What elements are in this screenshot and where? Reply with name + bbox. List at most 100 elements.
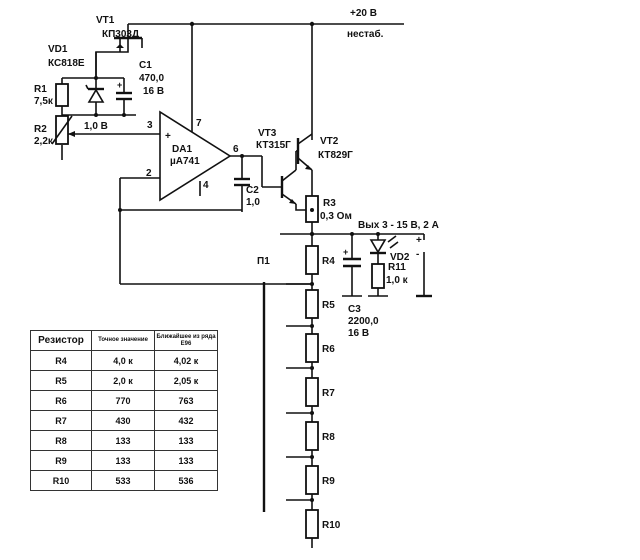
r10-resistor bbox=[305, 509, 319, 548]
r3-value: 0,3 Ом bbox=[320, 211, 352, 222]
table-cell-exact: 2,0 к bbox=[91, 370, 155, 391]
vt1-transistor bbox=[95, 36, 143, 80]
c1-capacitor bbox=[94, 76, 132, 115]
da1-part: µA741 bbox=[170, 156, 200, 167]
r2-value: 2,2к bbox=[34, 136, 54, 147]
table-row: R7 430 432 bbox=[30, 410, 218, 431]
da1-pin7: 7 bbox=[196, 118, 202, 129]
da1-ref: DA1 bbox=[172, 144, 192, 155]
vt1-ref: VT1 bbox=[96, 15, 115, 26]
header-resistor: Резистор bbox=[30, 330, 92, 351]
table-cell-name: R5 bbox=[30, 370, 92, 391]
r8-resistor bbox=[305, 421, 319, 466]
vt2-transistor bbox=[295, 133, 313, 211]
r1-value: 7,5к bbox=[34, 96, 54, 107]
switch-label: П1 bbox=[257, 256, 270, 267]
c2-value: 1,0 bbox=[246, 197, 260, 208]
da1-opamp bbox=[120, 110, 262, 202]
output-label: Вых 3 - 15 В, 2 А bbox=[358, 220, 439, 231]
r10-ref: R10 bbox=[322, 520, 341, 531]
table-cell-name: R7 bbox=[30, 410, 92, 431]
r4-ref: R4 bbox=[322, 256, 335, 267]
vt3-part: КТ315Г bbox=[256, 140, 291, 151]
r9-resistor bbox=[305, 465, 319, 510]
table-row: R9 133 133 bbox=[30, 450, 218, 471]
r6-ref: R6 bbox=[322, 344, 335, 355]
c1-voltage: 16 В bbox=[143, 86, 164, 97]
r3-resistor bbox=[305, 195, 319, 234]
c1-plus-sign: + bbox=[117, 80, 122, 90]
r3-ref: R3 bbox=[323, 198, 336, 209]
c3-voltage: 16 В bbox=[348, 328, 369, 339]
c1-ref: C1 bbox=[139, 60, 152, 71]
table-row: R8 133 133 bbox=[30, 430, 218, 451]
table-cell-e96: 4,02 к bbox=[154, 350, 218, 371]
vt2-ref: VT2 bbox=[320, 136, 339, 147]
table-cell-e96: 2,05 к bbox=[154, 370, 218, 391]
c3-plus-sign: + bbox=[343, 247, 348, 257]
r6-resistor bbox=[305, 333, 319, 378]
table-cell-exact: 533 bbox=[91, 470, 155, 491]
reference-voltage-label: 1,0 В bbox=[84, 121, 108, 132]
r7-ref: R7 bbox=[322, 388, 335, 399]
da1-pin4: 4 bbox=[203, 180, 209, 191]
r2-ref: R2 bbox=[34, 124, 47, 135]
r11-value: 1,0 к bbox=[386, 275, 409, 286]
supply-voltage-label: +20 В bbox=[350, 8, 377, 19]
table-cell-e96: 133 bbox=[154, 430, 218, 451]
output-plus-sign: + bbox=[416, 235, 422, 246]
vd1-part: КС818Е bbox=[48, 58, 85, 69]
r11-ref: R11 bbox=[388, 262, 406, 273]
table-cell-e96: 536 bbox=[154, 470, 218, 491]
c2-ref: C2 bbox=[246, 185, 259, 196]
vt2-part: КТ829Г bbox=[318, 150, 353, 161]
r1-resistor bbox=[55, 77, 96, 116]
r4-resistor bbox=[305, 245, 319, 290]
r1-ref: R1 bbox=[34, 84, 47, 95]
table-row: R6 770 763 bbox=[30, 390, 218, 411]
r5-resistor bbox=[305, 289, 319, 334]
table-header-row: Резистор Точное значение Ближайшее из ря… bbox=[30, 330, 218, 351]
table-cell-exact: 770 bbox=[91, 390, 155, 411]
table-cell-e96: 763 bbox=[154, 390, 218, 411]
vt3-ref: VT3 bbox=[258, 128, 277, 139]
vd1-zener-diode bbox=[85, 52, 105, 115]
table-cell-e96: 133 bbox=[154, 450, 218, 471]
vd2-led bbox=[369, 234, 399, 264]
c2-capacitor bbox=[234, 154, 250, 212]
table-cell-name: R9 bbox=[30, 450, 92, 471]
table-cell-name: R10 bbox=[30, 470, 92, 491]
c1-value: 470,0 bbox=[139, 73, 164, 84]
supply-unstab-label: нестаб. bbox=[347, 28, 384, 40]
header-e96-value: Ближайшее из ряда Е96 bbox=[154, 330, 218, 351]
r2-potentiometer bbox=[51, 115, 160, 145]
da1-plus-input: + bbox=[165, 131, 171, 142]
r7-resistor bbox=[305, 377, 319, 422]
table-cell-e96: 432 bbox=[154, 410, 218, 431]
c3-ref: C3 bbox=[348, 304, 361, 315]
resistor-value-table: Резистор Точное значение Ближайшее из ря… bbox=[30, 330, 218, 491]
output-minus-sign: - bbox=[416, 249, 419, 260]
r9-ref: R9 bbox=[322, 476, 335, 487]
divider-chain bbox=[286, 234, 319, 548]
r11-resistor bbox=[368, 263, 388, 297]
da1-pin6: 6 bbox=[233, 144, 239, 155]
da1-pin2: 2 bbox=[146, 168, 152, 179]
c3-capacitor bbox=[342, 234, 362, 297]
table-row: R5 2,0 к 2,05 к bbox=[30, 370, 218, 391]
table-cell-name: R6 bbox=[30, 390, 92, 411]
table-cell-name: R8 bbox=[30, 430, 92, 451]
r5-ref: R5 bbox=[322, 300, 335, 311]
header-exact-value: Точное значение bbox=[91, 330, 155, 351]
table-row: R4 4,0 к 4,02 к bbox=[30, 350, 218, 371]
vt1-part: КП303Д bbox=[102, 29, 139, 40]
c3-value: 2200,0 bbox=[348, 316, 379, 327]
table-cell-exact: 4,0 к bbox=[91, 350, 155, 371]
output-terminals bbox=[416, 234, 432, 298]
r8-ref: R8 bbox=[322, 432, 335, 443]
table-cell-exact: 133 bbox=[91, 430, 155, 451]
vt3-transistor bbox=[261, 156, 297, 205]
table-cell-exact: 430 bbox=[91, 410, 155, 431]
local-ground-wire bbox=[61, 113, 136, 160]
